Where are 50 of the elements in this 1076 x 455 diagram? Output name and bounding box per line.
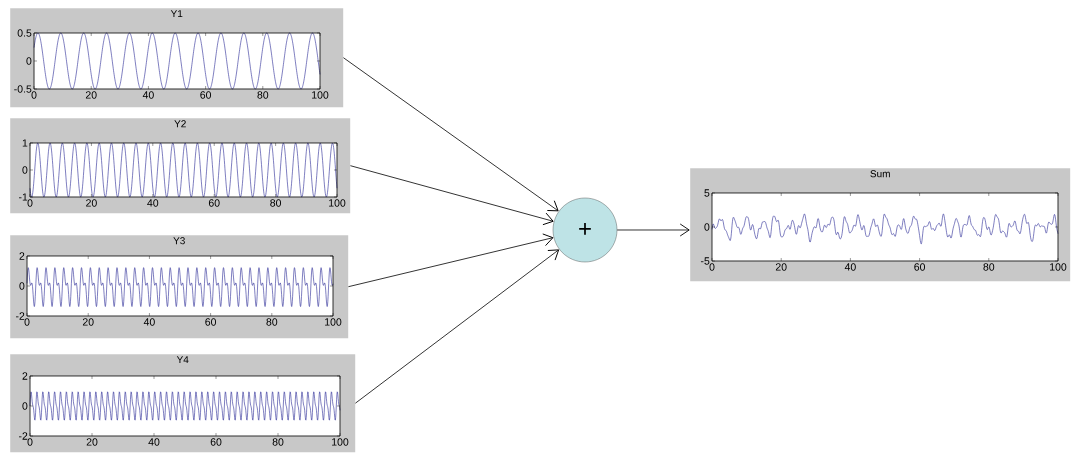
- arrow: [348, 233, 554, 288]
- tick-label: 100: [329, 199, 346, 207]
- tick-label: 100: [325, 318, 342, 326]
- tick-label: 40: [844, 263, 856, 271]
- tick-label: 40: [143, 318, 155, 326]
- tick-label: -0.5: [14, 85, 32, 93]
- tick-label: 60: [208, 199, 220, 207]
- tick-label: 0: [22, 166, 28, 174]
- tick-label: 0: [19, 282, 25, 290]
- tick-label: 20: [86, 438, 98, 446]
- tick-label: 0: [27, 438, 33, 446]
- tick-label: 1: [22, 139, 28, 147]
- tick-label: 0: [27, 199, 33, 207]
- arrow: [350, 165, 554, 226]
- tick-label: 40: [148, 438, 160, 446]
- tick-label: 100: [1050, 263, 1067, 271]
- tick-label: 20: [85, 91, 97, 99]
- tick-label: -5: [700, 257, 710, 265]
- tick-label: 2: [22, 372, 28, 380]
- tick-label: 80: [270, 199, 282, 207]
- tick-label: 80: [272, 438, 284, 446]
- tick-label: 40: [147, 199, 159, 207]
- tick-label: 60: [914, 263, 925, 271]
- tick-label: 100: [332, 438, 349, 446]
- tick-label: 5: [704, 189, 710, 197]
- tick-label: 20: [775, 263, 787, 271]
- tick-label: 0: [26, 57, 32, 65]
- tick-label: 80: [266, 318, 278, 326]
- tick-label: -2: [15, 312, 25, 320]
- tick-label: 2: [19, 252, 25, 260]
- tick-label: -1: [18, 193, 28, 201]
- tick-label: 60: [205, 318, 217, 326]
- tick-label: 80: [257, 91, 269, 99]
- tick-label: 0: [22, 402, 28, 410]
- arrow: [355, 249, 560, 404]
- tick-label: 0: [24, 318, 30, 326]
- tick-label: 40: [142, 91, 154, 99]
- tick-label: 20: [82, 318, 94, 326]
- tick-label: 60: [210, 438, 222, 446]
- tick-label: 0.5: [17, 29, 32, 37]
- tick-label: 60: [200, 91, 212, 99]
- tick-label: 0: [31, 91, 37, 99]
- tick-label: 0: [704, 223, 710, 231]
- tick-label: -2: [18, 432, 28, 440]
- tick-label: 20: [86, 199, 97, 207]
- arrow: [616, 223, 690, 237]
- arrow: [343, 57, 559, 212]
- tick-label: 0: [709, 263, 715, 271]
- tick-label: 80: [983, 263, 995, 271]
- tick-label: 100: [312, 91, 329, 99]
